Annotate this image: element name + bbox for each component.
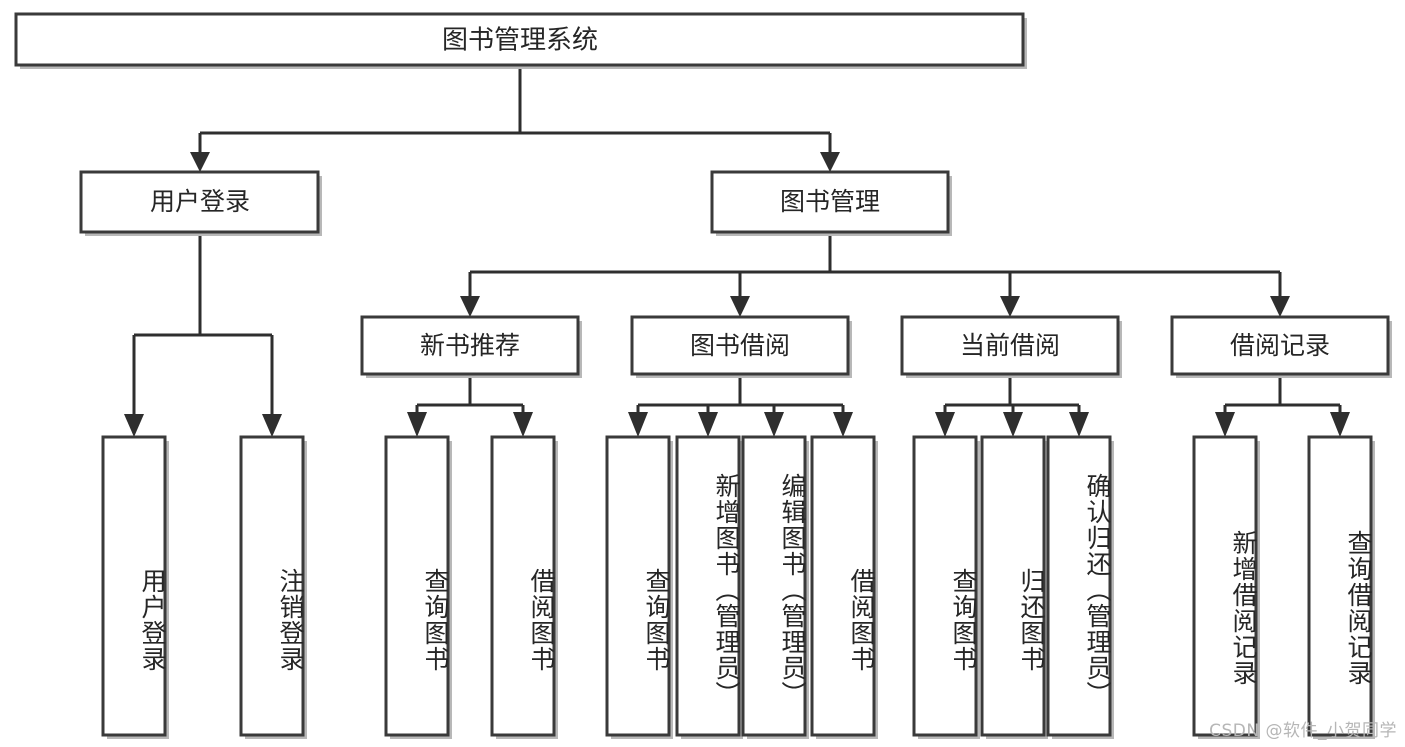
arrowhead-cb-leaf-3 bbox=[1069, 412, 1089, 437]
arrowhead-bb-leaf-1 bbox=[628, 412, 648, 437]
leaf-boxes-layer bbox=[101, 435, 1375, 739]
current-borrow-label: 当前借阅 bbox=[960, 331, 1060, 360]
leaf-box-cb-confirm[interactable] bbox=[1046, 435, 1112, 737]
leaf-box-bb-edit[interactable] bbox=[741, 435, 807, 737]
root-box bbox=[14, 12, 1025, 67]
arrowhead-bb-leaf-4 bbox=[833, 412, 853, 437]
arrowhead-new-book bbox=[460, 296, 480, 317]
borrow-record-label: 借阅记录 bbox=[1230, 331, 1330, 360]
leaf-box-user-login[interactable] bbox=[101, 435, 167, 737]
new-book-label: 新书推荐 bbox=[420, 331, 520, 360]
node-user-login[interactable]: 用户登录 bbox=[79, 170, 322, 236]
book-borrow-box bbox=[630, 315, 850, 376]
arrowhead-bb-leaf-3 bbox=[764, 412, 784, 437]
csdn-watermark: CSDN @软件_小贺同学 bbox=[1209, 721, 1397, 741]
user-login-label: 用户登录 bbox=[150, 187, 250, 216]
arrowhead-nb-leaf-2 bbox=[513, 412, 533, 437]
leaf-box-cb-return[interactable] bbox=[980, 435, 1046, 737]
leaf-box-br-add[interactable] bbox=[1192, 435, 1258, 737]
arrowhead-leaf-user-login bbox=[124, 414, 144, 437]
leaf-box-bb-query[interactable] bbox=[605, 435, 671, 737]
node-borrow-record[interactable]: 借阅记录 bbox=[1170, 315, 1392, 378]
arrowhead-bb-leaf-2 bbox=[698, 412, 718, 437]
arrowhead-leaf-logout bbox=[262, 414, 282, 437]
leaf-box-br-query[interactable] bbox=[1307, 435, 1373, 737]
user-login-box bbox=[79, 170, 320, 234]
leaf-box-logout[interactable] bbox=[239, 435, 305, 737]
leaf-box-bb-borrow[interactable] bbox=[810, 435, 876, 737]
new-book-box bbox=[360, 315, 580, 376]
node-book-borrow[interactable]: 图书借阅 bbox=[630, 315, 852, 378]
root-label: 图书管理系统 bbox=[442, 26, 598, 56]
book-borrow-label: 图书借阅 bbox=[690, 331, 790, 360]
leaf-box-nb-borrow[interactable] bbox=[490, 435, 556, 737]
leaf-box-bb-add[interactable] bbox=[675, 435, 741, 737]
arrowhead-nb-leaf-1 bbox=[407, 412, 427, 437]
arrowhead-user-login bbox=[190, 152, 210, 172]
connector-layer bbox=[124, 66, 1350, 437]
arrowhead-current-borrow bbox=[1000, 296, 1020, 317]
current-borrow-box bbox=[900, 315, 1120, 376]
arrowhead-book-manage bbox=[820, 152, 840, 172]
arrowhead-cb-leaf-2 bbox=[1003, 412, 1023, 437]
leaf-box-cb-query[interactable] bbox=[912, 435, 978, 737]
arrowhead-book-borrow bbox=[730, 296, 750, 317]
arrowhead-borrow-record bbox=[1270, 296, 1290, 317]
arrowhead-br-leaf-2 bbox=[1330, 412, 1350, 437]
book-manage-box bbox=[710, 170, 950, 234]
leaf-box-nb-query[interactable] bbox=[384, 435, 450, 737]
book-manage-label: 图书管理 bbox=[780, 187, 880, 216]
node-new-book-recommend[interactable]: 新书推荐 bbox=[360, 315, 582, 378]
node-root[interactable]: 图书管理系统 bbox=[14, 12, 1027, 69]
arrowhead-cb-leaf-1 bbox=[935, 412, 955, 437]
borrow-record-box bbox=[1170, 315, 1390, 376]
node-book-manage[interactable]: 图书管理 bbox=[710, 170, 952, 236]
node-current-borrow[interactable]: 当前借阅 bbox=[900, 315, 1122, 378]
arrowhead-br-leaf-1 bbox=[1215, 412, 1235, 437]
